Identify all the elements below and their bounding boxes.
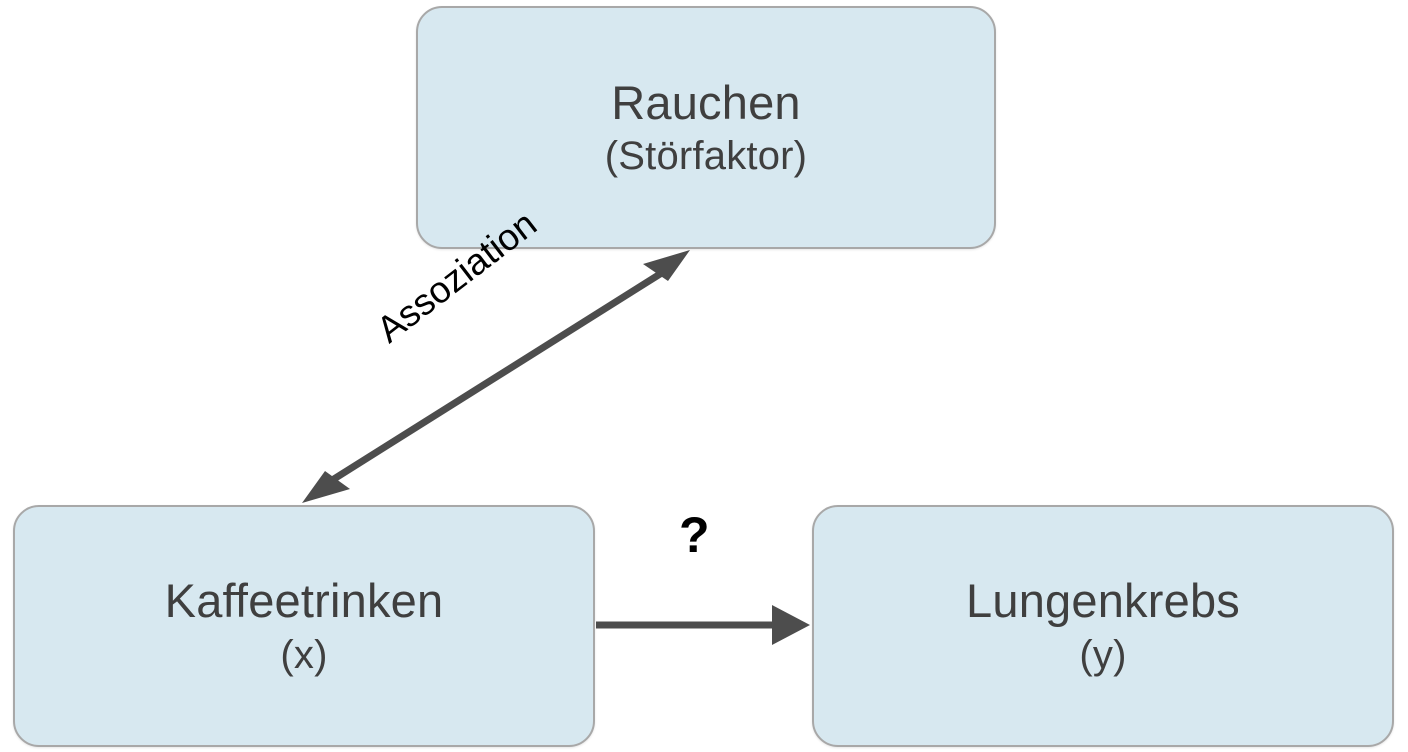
edge-causal-question[interactable] [596,605,810,645]
association-arrowhead-lower [302,471,350,503]
node-outcome-subtitle: (y) [1079,633,1127,678]
node-confounder-title: Rauchen [611,76,801,130]
node-outcome-title: Lungenkrebs [966,573,1240,627]
node-confounder[interactable]: Rauchen (Störfaktor) [416,6,996,249]
association-edge-line [316,261,678,492]
edge-association[interactable] [302,250,690,503]
node-outcome[interactable]: Lungenkrebs (y) [812,505,1394,747]
edge-label-question-mark: ? [679,507,710,563]
association-arrowhead-upper [643,250,690,281]
node-exposure-title: Kaffeetrinken [164,573,444,627]
node-exposure[interactable]: Kaffeetrinken (x) [13,505,595,747]
node-exposure-subtitle: (x) [280,633,328,678]
node-confounder-subtitle: (Störfaktor) [604,133,808,178]
causal-arrowhead [772,605,810,645]
